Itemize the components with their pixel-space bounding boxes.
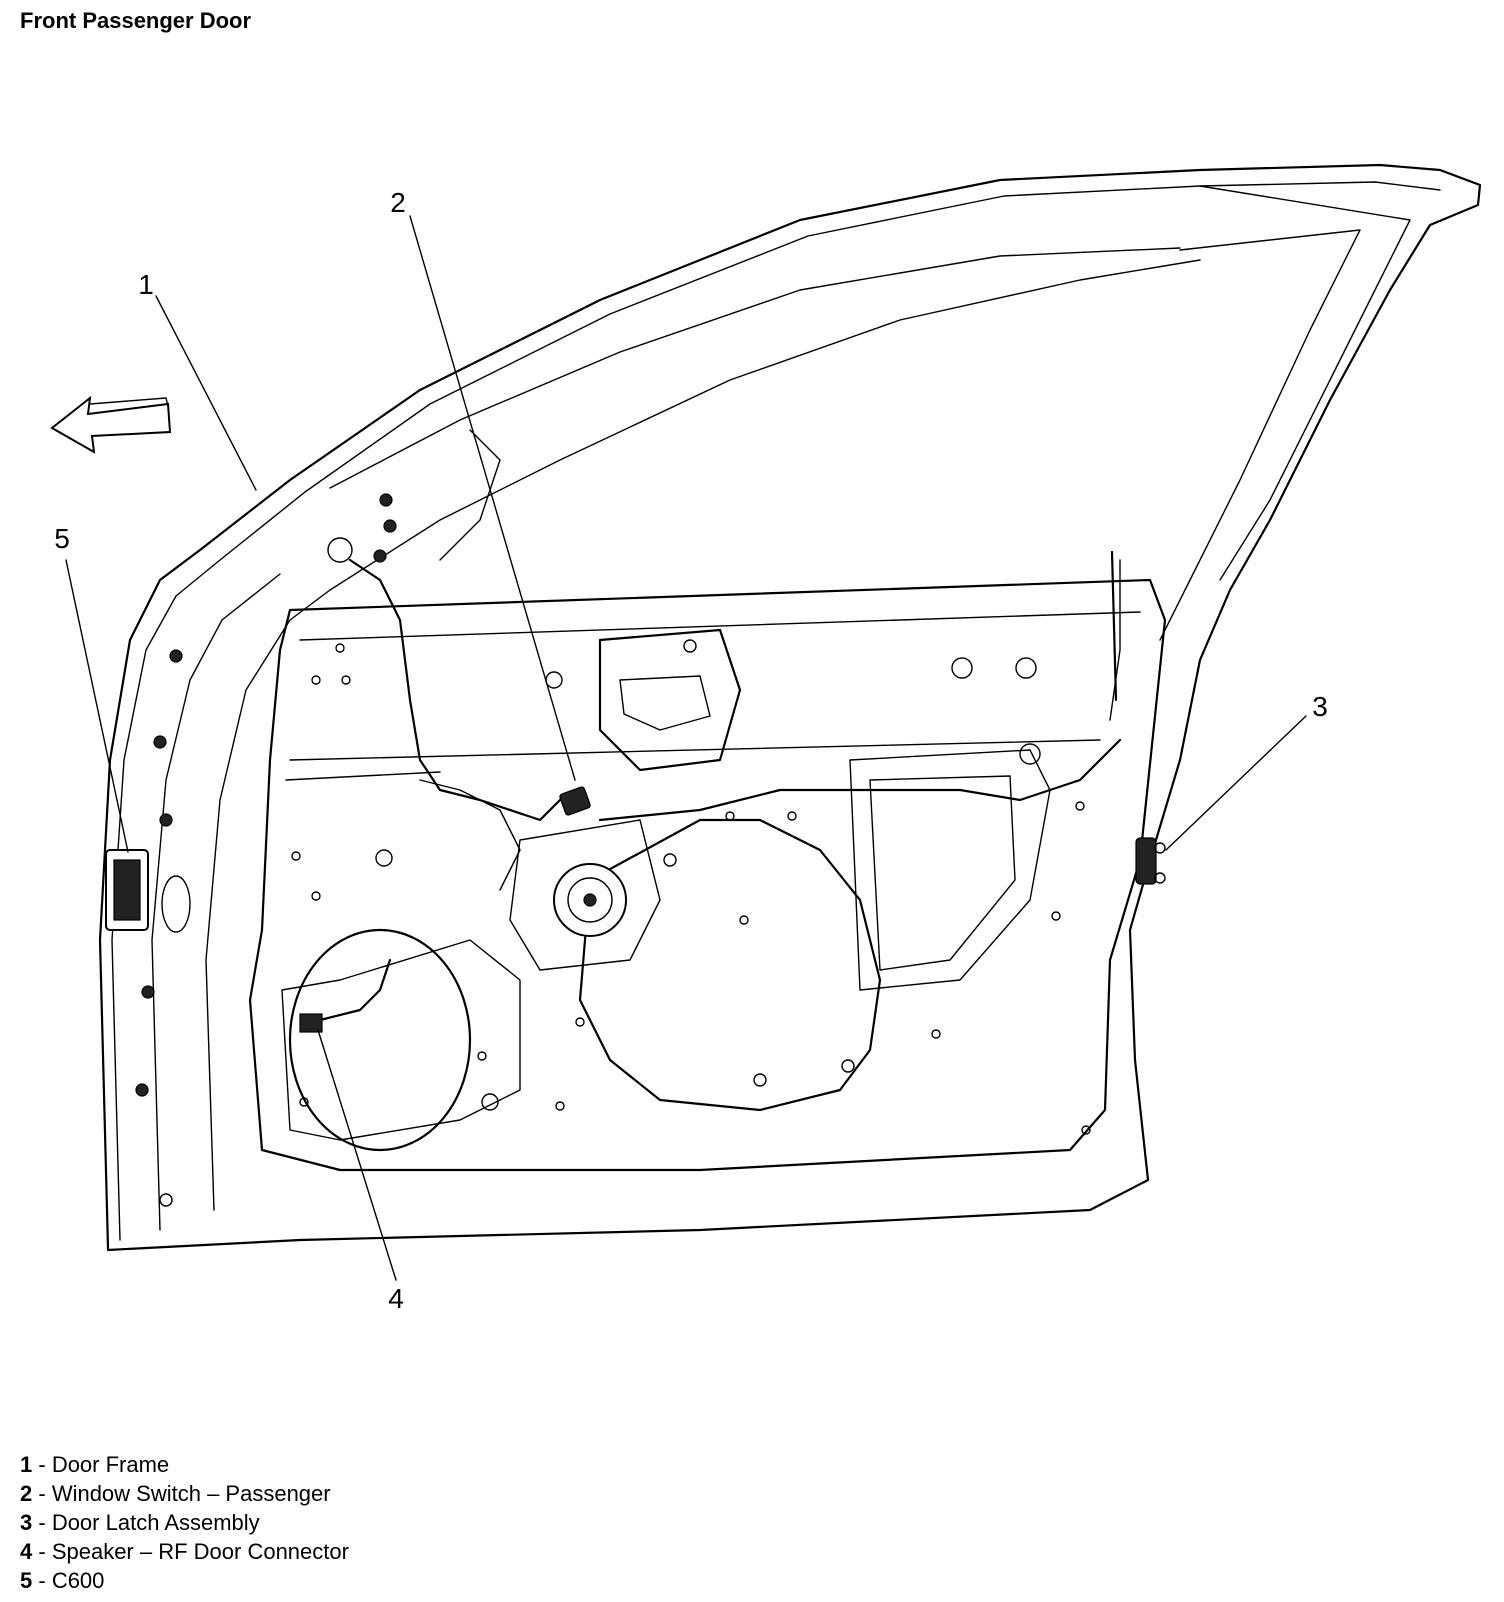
- callout-2: 2: [390, 187, 406, 218]
- inner-door-panel: [105, 493, 1167, 1207]
- legend-separator: -: [32, 1510, 52, 1535]
- callout-4: 4: [388, 1283, 404, 1314]
- legend-text: Speaker – RF Door Connector: [51, 1539, 349, 1564]
- legend-text: Door Frame: [51, 1452, 170, 1477]
- callout-3: 3: [1312, 691, 1328, 722]
- legend-separator: -: [32, 1539, 52, 1564]
- legend-separator: -: [32, 1568, 52, 1593]
- legend-text: Door Latch Assembly: [51, 1510, 260, 1535]
- legend-number: 5: [20, 1568, 33, 1593]
- legend-row: 3 - Door Latch Assembly: [20, 1508, 349, 1537]
- callout-5: 5: [54, 523, 70, 554]
- legend-text: C600: [51, 1568, 105, 1593]
- legend-row: 4 - Speaker – RF Door Connector: [20, 1537, 349, 1566]
- legend-number: 1: [20, 1452, 33, 1477]
- legend-text: Window Switch – Passenger: [51, 1481, 331, 1506]
- legend-row: 5 - C600: [20, 1566, 349, 1595]
- legend-separator: -: [32, 1452, 52, 1477]
- leader-lines: [65, 215, 1307, 1281]
- legend-row: 1 - Door Frame: [20, 1450, 349, 1479]
- legend-number: 3: [20, 1510, 33, 1535]
- front-arrow-icon: [50, 395, 172, 454]
- door-frame-outline: [98, 163, 1482, 1252]
- legend-row: 2 - Window Switch – Passenger: [20, 1479, 349, 1508]
- legend-number: 4: [20, 1539, 33, 1564]
- legend-number: 2: [20, 1481, 33, 1506]
- page-title: Front Passenger Door: [20, 8, 252, 33]
- callout-1: 1: [138, 269, 154, 300]
- legend-separator: -: [32, 1481, 52, 1506]
- legend: 1 - Door Frame 2 - Window Switch – Passe…: [20, 1450, 349, 1595]
